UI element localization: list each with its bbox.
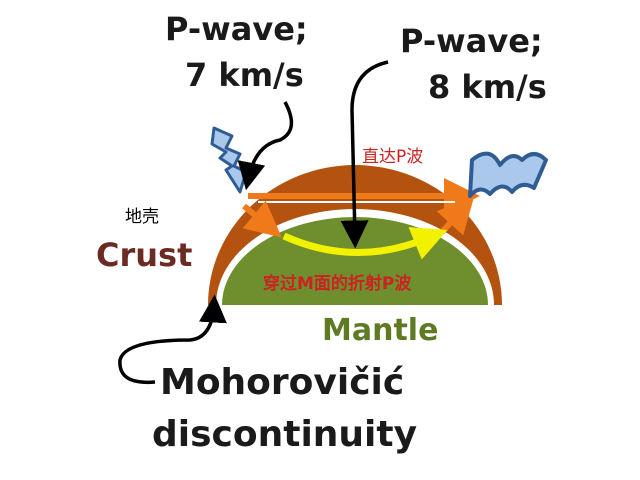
refracted-wave-ray	[282, 227, 448, 260]
direct-p-wave-label: 直达P波	[362, 147, 423, 167]
pointer-arrow-7kms	[237, 101, 294, 191]
moho-label-line1: Mohorovičić	[160, 362, 404, 403]
pwave-right-line2: 8 km/s	[428, 68, 547, 106]
down-ray	[242, 200, 282, 238]
pwave-right-line1: P-wave;	[400, 22, 543, 60]
lightning-icon	[210, 126, 248, 194]
seismograph-wave-icon	[468, 151, 548, 198]
crust-cn-label: 地壳	[125, 207, 159, 227]
mantle-label: Mantle	[322, 313, 438, 348]
moho-label-line2: discontinuity	[152, 414, 417, 455]
pointer-arrow-moho	[118, 294, 227, 385]
crust-label: Crust	[96, 236, 192, 274]
pointer-arrow-8kms	[340, 60, 389, 249]
refracted-p-wave-label: 穿过M面的折射P波	[263, 273, 412, 294]
pwave-left-line1: P-wave;	[165, 10, 308, 48]
pwave-left-line2: 7 km/s	[185, 56, 304, 94]
